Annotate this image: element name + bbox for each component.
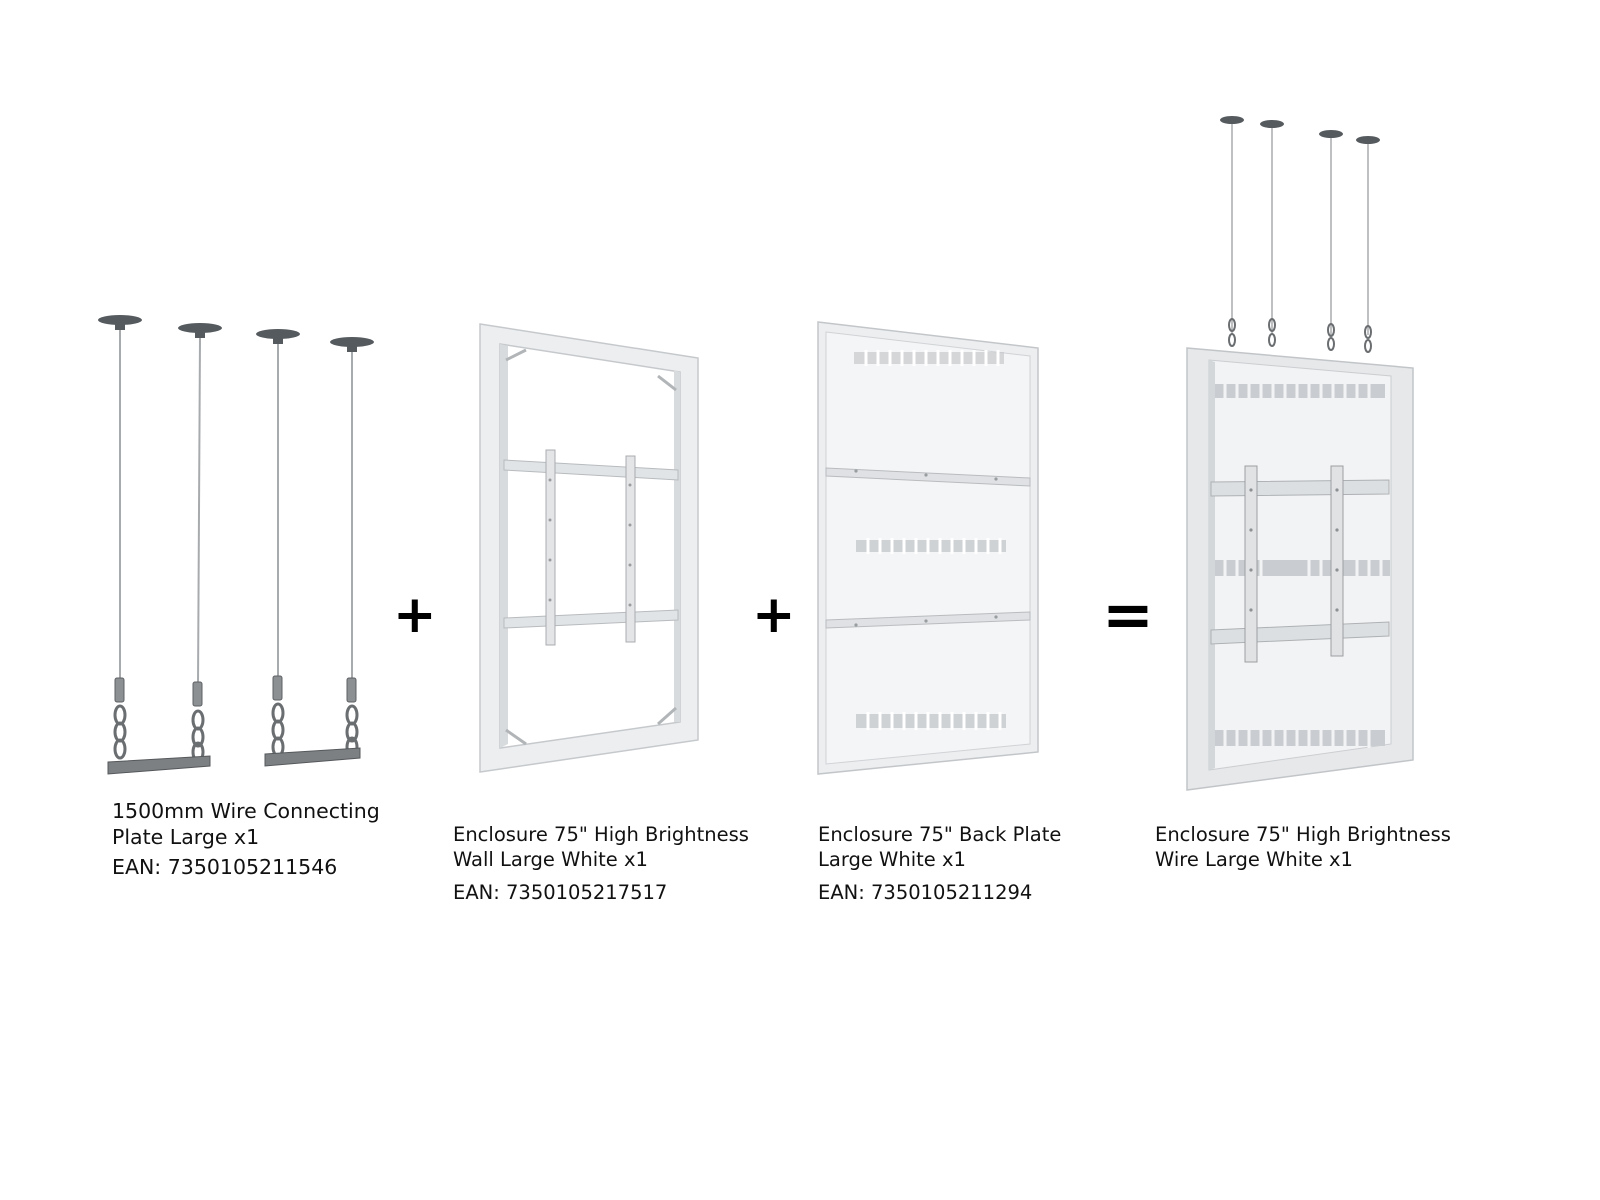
product-ean: EAN: 7350105211294	[818, 881, 1033, 904]
wire-kit-illustration	[90, 300, 390, 800]
product-caption-4: Enclosure 75" High Brightness Wire Large…	[1155, 822, 1475, 872]
product-ean: EAN: 7350105217517	[453, 881, 668, 904]
product-name: Enclosure 75" High Brightness Wall Large…	[453, 823, 749, 871]
product-name: 1500mm Wire Connecting Plate Large x1	[112, 799, 380, 849]
product-name: Enclosure 75" Back Plate Large White x1	[818, 823, 1062, 871]
product-caption-1: 1500mm Wire Connecting Plate Large x1 EA…	[112, 798, 412, 880]
equals-operator: =	[1102, 578, 1154, 651]
back-plate-illustration	[816, 320, 1042, 780]
product-ean: EAN: 7350105211546	[112, 855, 338, 879]
product-caption-2: Enclosure 75" High Brightness Wall Large…	[453, 822, 773, 905]
plus-operator: +	[752, 585, 796, 645]
product-caption-3: Enclosure 75" Back Plate Large White x1 …	[818, 822, 1118, 905]
plus-operator: +	[393, 585, 437, 645]
enclosure-wall-frame-illustration	[478, 320, 708, 780]
assembled-enclosure-illustration	[1185, 110, 1425, 800]
product-name: Enclosure 75" High Brightness Wire Large…	[1155, 823, 1451, 871]
